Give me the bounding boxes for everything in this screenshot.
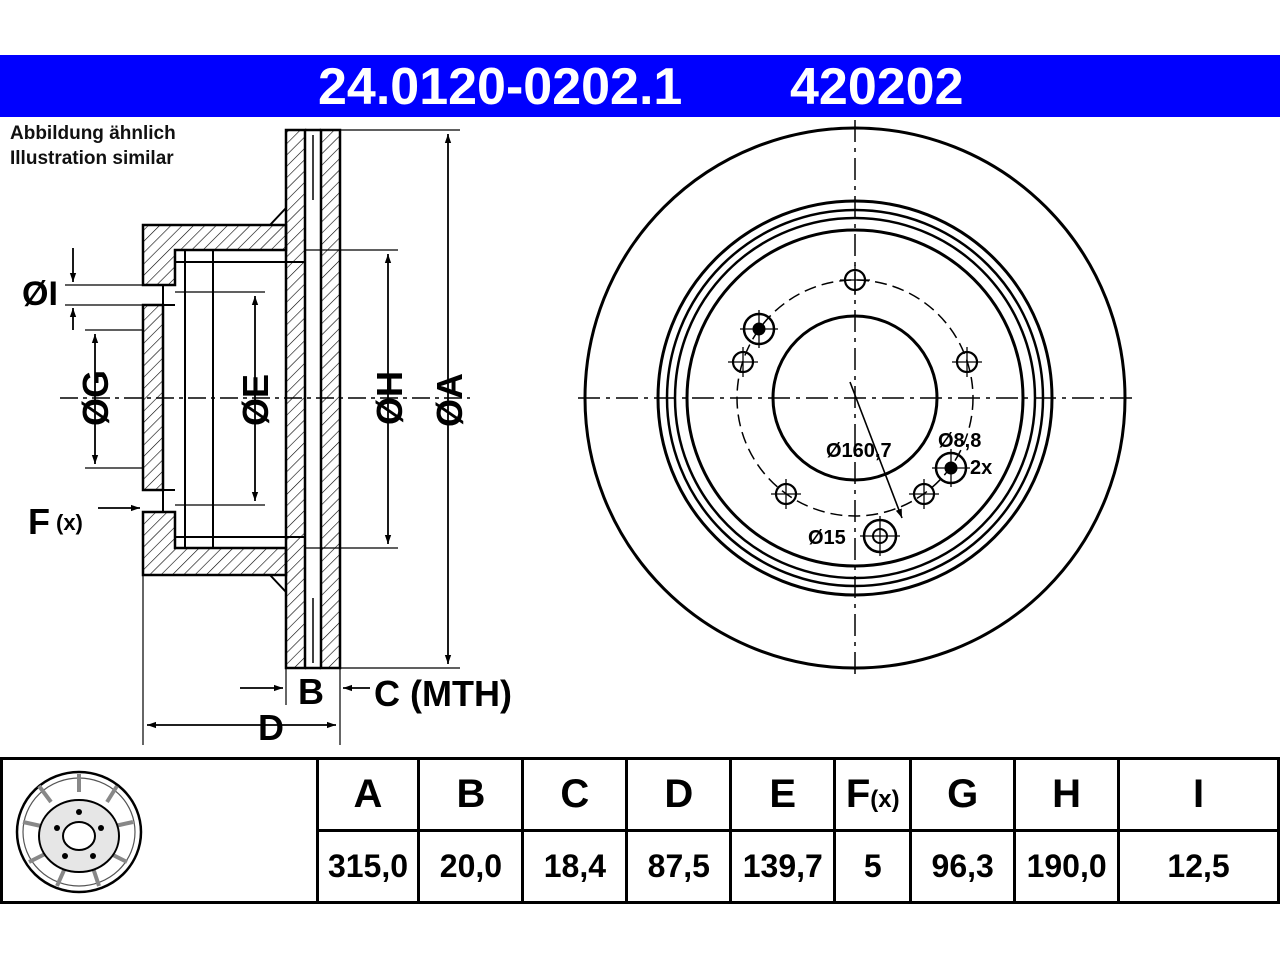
col-header-f-main: F bbox=[845, 772, 871, 816]
value-h: 190,0 bbox=[1013, 829, 1121, 904]
value-d: 87,5 bbox=[625, 829, 733, 904]
value-g: 96,3 bbox=[909, 829, 1017, 904]
label-f: F bbox=[28, 501, 50, 542]
col-header-i: I bbox=[1117, 757, 1280, 832]
col-header-f-sub: (x) bbox=[870, 786, 900, 813]
hat-bottom-wall bbox=[141, 510, 288, 577]
part-number: 24.0120-0202.1 bbox=[318, 58, 683, 116]
section-dimensions bbox=[65, 129, 460, 745]
label-diameter-a: ØA bbox=[429, 373, 470, 427]
front-view bbox=[578, 120, 1135, 680]
hat-top-wall bbox=[141, 223, 288, 287]
brake-disc-thumbnail bbox=[15, 770, 143, 894]
col-header-h: H bbox=[1013, 757, 1121, 832]
col-header-a: A bbox=[315, 757, 421, 832]
value-a: 315,0 bbox=[315, 829, 421, 904]
label-b: B bbox=[298, 671, 324, 712]
label-hole-small: Ø8,8 bbox=[938, 430, 981, 452]
value-i: 12,5 bbox=[1117, 829, 1280, 904]
value-e: 139,7 bbox=[729, 829, 837, 904]
front-labels: Ø160,7 Ø8,8 2x Ø15 bbox=[808, 430, 992, 549]
label-d: D bbox=[258, 707, 284, 748]
value-f: 5 bbox=[833, 829, 913, 904]
dimension-table: A B C D E F(x) G H I 315,0 20,0 18,4 87,… bbox=[0, 757, 1280, 904]
outer-plate-section bbox=[284, 128, 307, 670]
label-diameter-g: ØG bbox=[75, 370, 116, 426]
col-header-b: B bbox=[417, 757, 525, 832]
technical-drawing: ØI ØG ØE ØH ØA F (x) B C (MTH) D bbox=[22, 120, 1135, 748]
label-diameter-e: ØE bbox=[235, 374, 276, 426]
illustration-note-de: Abbildung ähnlich bbox=[10, 123, 176, 144]
label-f-sub: (x) bbox=[56, 510, 83, 535]
label-diameter-i: ØI bbox=[22, 275, 58, 313]
table-value-row: 315,0 20,0 18,4 87,5 139,7 5 96,3 190,0 … bbox=[2, 829, 1280, 904]
col-header-c: C bbox=[521, 757, 629, 832]
inner-plate-section bbox=[319, 128, 342, 670]
label-pcd: Ø160,7 bbox=[826, 440, 892, 462]
col-header-f: F(x) bbox=[833, 757, 913, 832]
label-hole-large: Ø15 bbox=[808, 527, 846, 549]
part-number-header: 24.0120-0202.1 420202 bbox=[0, 55, 1280, 117]
value-c: 18,4 bbox=[521, 829, 629, 904]
alt-part-number: 420202 bbox=[790, 58, 964, 116]
label-diameter-h: ØH bbox=[369, 371, 410, 425]
label-hole-count: 2x bbox=[970, 457, 992, 479]
col-header-d: D bbox=[625, 757, 733, 832]
illustration-note-en: Illustration similar bbox=[10, 148, 174, 169]
value-b: 20,0 bbox=[417, 829, 525, 904]
col-header-g: G bbox=[909, 757, 1017, 832]
section-view bbox=[60, 128, 470, 670]
disc-thumbnail-cell bbox=[0, 757, 319, 904]
section-labels: ØI ØG ØE ØH ØA F (x) B C (MTH) D bbox=[22, 275, 512, 748]
col-header-e: E bbox=[729, 757, 837, 832]
table-header-row: A B C D E F(x) G H I bbox=[0, 757, 1280, 904]
label-c-mth: C (MTH) bbox=[374, 673, 512, 714]
